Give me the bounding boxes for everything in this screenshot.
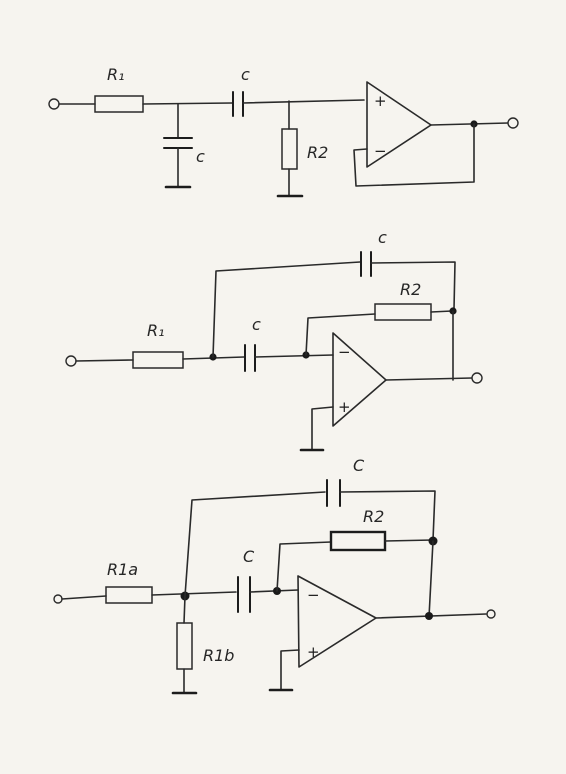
circuit-2-wire xyxy=(212,261,361,358)
circuit-2-input-terminal xyxy=(65,355,77,367)
circuit-3-plus-pin-label: + xyxy=(307,643,320,661)
circuit-2-r1-resistor xyxy=(132,351,184,369)
circuit-2-wire xyxy=(305,313,376,356)
circuit-3-wire xyxy=(183,595,186,624)
circuit-1-r1-label: R₁ xyxy=(107,65,125,84)
circuit-1-wire xyxy=(142,102,233,105)
circuit-2-wire xyxy=(385,377,473,381)
circuit-2-r2-label: R2 xyxy=(400,280,421,299)
circuit-2-wire xyxy=(254,354,334,358)
circuit-3-r2-resistor xyxy=(329,530,387,552)
circuit-2-feedback-c-label: c xyxy=(378,228,387,247)
circuit-2-mfb-filter: − + R₁ c c R2 xyxy=(65,228,483,452)
circuit-2-r1-label: R₁ xyxy=(147,321,165,340)
circuit-3-wire xyxy=(428,540,434,618)
circuit-3-r1a-label: R1a xyxy=(107,560,138,579)
circuit-3-r1b-resistor xyxy=(176,622,193,670)
circuit-1-series-c-label: c xyxy=(241,65,250,84)
circuit-3-junction-dot xyxy=(425,612,433,620)
circuit-2-op-amp xyxy=(332,332,387,427)
circuit-1-plus-pin-label: + xyxy=(374,92,387,110)
circuit-3-wire xyxy=(184,491,326,597)
circuit-3-mfb-filter-split-r1: − + R1a R1b C C R2 xyxy=(53,456,496,695)
circuit-3-r2-label: R2 xyxy=(363,507,384,526)
circuit-3-r1a-resistor xyxy=(105,586,153,604)
circuit-1-r2-label: R2 xyxy=(307,143,328,162)
circuit-3-wire xyxy=(280,649,300,690)
circuit-3-wire xyxy=(61,595,107,600)
circuit-2-wire xyxy=(311,406,334,450)
circuit-1-minus-pin-label: − xyxy=(374,142,387,160)
circuit-2-output-terminal xyxy=(471,372,483,384)
circuit-2-wire xyxy=(430,310,453,313)
circuit-3-wire xyxy=(384,539,434,542)
circuit-1-wire xyxy=(242,99,365,104)
circuit-1-r2-resistor xyxy=(281,128,298,170)
circuit-1-output-terminal xyxy=(507,117,519,129)
circuit-1-input-terminal xyxy=(48,98,60,110)
circuit-1-feedback-wire xyxy=(353,123,475,187)
circuit-3-input-terminal xyxy=(53,594,63,604)
circuit-1-r1-resistor xyxy=(94,95,144,113)
circuit-3-r1b-label: R1b xyxy=(203,646,234,665)
circuit-1-wire xyxy=(430,122,509,126)
circuit-3-wire xyxy=(276,541,332,592)
circuit-3-wire xyxy=(151,591,237,596)
circuit-2-r2-resistor xyxy=(374,303,432,321)
circuit-1-lowpass-highpass: + − R₁ c c R2 xyxy=(48,65,519,198)
circuit-3-output-terminal xyxy=(486,609,496,619)
circuit-3-wire xyxy=(339,490,436,541)
circuit-2-plus-pin-label: + xyxy=(338,398,351,416)
circuit-3-op-amp xyxy=(297,575,377,668)
circuit-3-minus-pin-label: − xyxy=(307,586,320,604)
circuit-3-feedback-c-label: C xyxy=(353,456,365,475)
circuit-1-shunt-c-label: c xyxy=(196,147,205,166)
circuit-2-wire xyxy=(370,261,456,310)
circuit-2-minus-pin-label: − xyxy=(338,343,351,361)
circuit-3-input-c-label: C xyxy=(243,547,255,566)
circuit-1-op-amp xyxy=(366,81,432,168)
circuit-2-wire xyxy=(75,359,134,362)
circuit-2-input-c-label: c xyxy=(252,315,261,334)
